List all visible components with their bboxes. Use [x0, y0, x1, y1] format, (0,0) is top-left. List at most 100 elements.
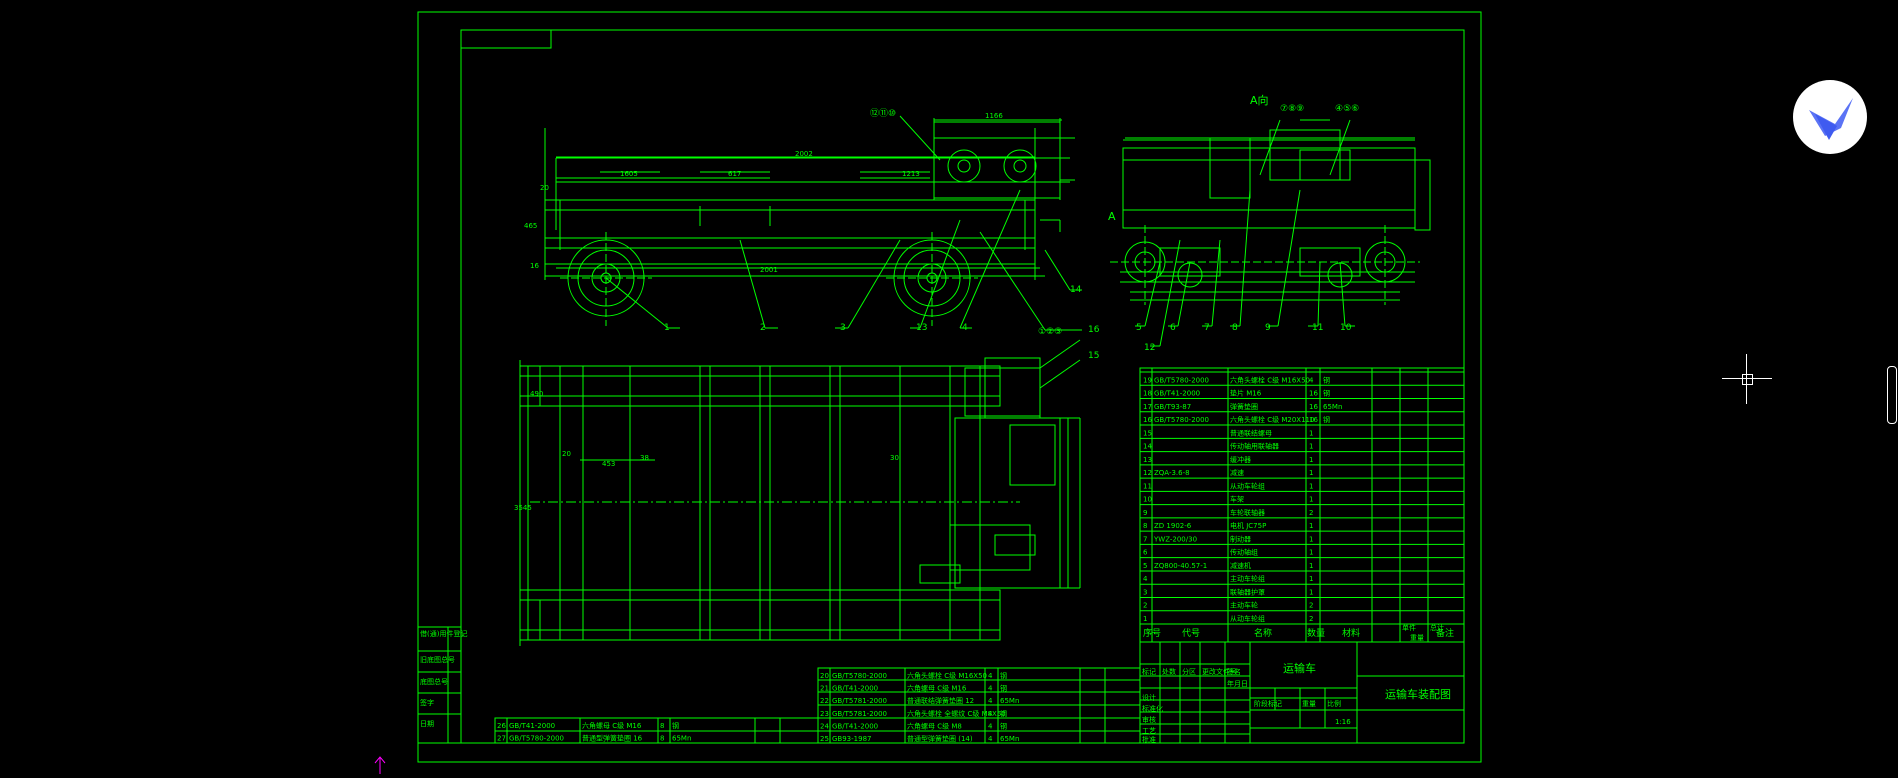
bom-no: 26: [497, 722, 506, 730]
bom-name: 传动轴用联轴器: [1230, 442, 1279, 451]
bom-material: 钢: [1323, 415, 1330, 424]
bom-code: GB/T5780-2000: [832, 672, 887, 680]
bom-name: 普通型弹簧垫圈 (14): [907, 734, 973, 743]
bom-name: 六角头螺栓 C级 M16X50: [1230, 375, 1310, 384]
bom-name: 普通联结弹簧垫圈 12: [907, 696, 974, 705]
bom-qty: 4: [988, 710, 993, 718]
bom-material: 65Mn: [1323, 403, 1342, 411]
tb-label-date: 年月日: [1227, 679, 1248, 688]
bom-no: 11: [1143, 482, 1152, 490]
dim-465: 465: [524, 222, 537, 230]
ucs-arrow-icon: [374, 756, 386, 774]
dim-30: 30: [890, 454, 899, 462]
balloon-group-456: ④⑤⑥: [1335, 104, 1359, 114]
bom-code: YWZ-200/30: [1153, 535, 1197, 543]
bom-no: 20: [820, 672, 829, 680]
dim-453: 453: [602, 460, 615, 468]
col-header-qty: 数量: [1307, 627, 1325, 639]
callout-8: 8: [1232, 323, 1238, 333]
bom-qty: 4: [1309, 376, 1314, 384]
bom-qty: 4: [988, 735, 993, 743]
callout-14: 14: [1070, 285, 1082, 295]
callout-10: 10: [1340, 323, 1352, 333]
bom-name: 减速机: [1230, 561, 1251, 570]
bom-qty: 4: [988, 722, 993, 730]
dim-490: 490: [530, 390, 543, 398]
tb-label-approve: 批准: [1142, 735, 1156, 744]
tb-label-change: 更改文件号: [1202, 667, 1237, 676]
bom-code: GB/T5780-2000: [509, 735, 564, 743]
bom-name: 联轴器护罩: [1230, 587, 1265, 596]
bom-row-lines: [1140, 371, 1464, 625]
bom-no: 9: [1143, 509, 1147, 517]
app-logo-bird-icon[interactable]: [1793, 80, 1867, 154]
view-label-a: A向: [1250, 93, 1269, 107]
callout-13: 13: [916, 323, 927, 333]
dim-20b: 20: [562, 450, 571, 458]
col-header-code: 代号: [1182, 628, 1200, 639]
bom-no: 3: [1143, 588, 1147, 596]
bom-code: GB/T5781-2000: [832, 697, 887, 705]
bom-no: 15: [1143, 429, 1152, 437]
side-view-a: [1110, 119, 1431, 347]
dimension-lines: [527, 119, 1415, 640]
bom-table-lower-left: [494, 717, 819, 744]
bom-name: 弹簧垫圈: [1230, 402, 1258, 411]
callout-1: 1: [664, 323, 670, 333]
bom-name: 从动车轮组: [1230, 614, 1265, 623]
bom-no: 13: [1143, 456, 1152, 464]
bom-material: 钢: [1000, 721, 1007, 730]
bom-no: 8: [1143, 522, 1147, 530]
tb-label-stage: 阶段标记: [1254, 699, 1282, 708]
dim-2001: 2001: [760, 266, 778, 274]
bom-qty: 16: [1309, 403, 1318, 411]
tb-label-count: 处数: [1162, 667, 1176, 676]
callout-16: 16: [1088, 325, 1100, 335]
tb-label-mark: 标记: [1142, 667, 1156, 676]
col-header-no: 序号: [1143, 627, 1161, 639]
dim-20: 20: [540, 184, 549, 192]
col-header-single: 单件: [1402, 623, 1416, 632]
tb-label-design: 设计: [1142, 693, 1156, 702]
dim-2002: 2002: [795, 150, 813, 158]
dim-38: 38: [640, 454, 649, 462]
bom-qty: 1: [1309, 429, 1313, 437]
bom-code: GB/T41-2000: [832, 685, 878, 693]
bom-name: 六角头螺栓 C级 M16X50: [907, 671, 987, 680]
callout-7: 7: [1204, 323, 1210, 333]
bom-no: 10: [1143, 496, 1152, 504]
bom-qty: 1: [1309, 535, 1313, 543]
side-panel-handle[interactable]: [1887, 366, 1897, 424]
bom-material: 钢: [1000, 671, 1007, 680]
bom-table-lower-mid: [817, 667, 1141, 744]
bom-qty: 1: [1309, 496, 1313, 504]
tb-label-standard: 标准化: [1142, 704, 1163, 713]
bom-no: 22: [820, 697, 829, 705]
tb-label-weight: 重量: [1302, 700, 1316, 708]
bom-no: 5: [1143, 562, 1147, 570]
bom-qty: 8: [660, 735, 664, 743]
bom-qty: 2: [1309, 509, 1313, 517]
callout-6: 6: [1170, 323, 1176, 333]
bom-no: 1: [1143, 615, 1147, 623]
bom-qty: 1: [1309, 443, 1313, 451]
bom-name: 制动器: [1230, 534, 1251, 543]
tb-label-sign: 签名: [1227, 667, 1241, 676]
bom-qty: 1: [1309, 456, 1313, 464]
bom-name: 车架: [1230, 495, 1244, 504]
bom-no: 24: [820, 722, 829, 730]
bom-code: GB/T41-2000: [1154, 390, 1200, 398]
callout-5: 5: [1136, 323, 1142, 333]
bom-material: 钢: [1323, 389, 1330, 398]
bom-no: 2: [1143, 602, 1147, 610]
bom-qty: 1: [1309, 482, 1313, 490]
callout-15: 15: [1088, 351, 1099, 361]
tb-label-review: 审核: [1142, 715, 1156, 724]
strip-old-base: 旧底图总号: [420, 655, 455, 664]
bom-qty: 1: [1309, 562, 1313, 570]
bom-name: 六角头螺栓 全螺纹 C级 M8X50: [907, 709, 1006, 718]
callout-12: 12: [1144, 343, 1155, 353]
